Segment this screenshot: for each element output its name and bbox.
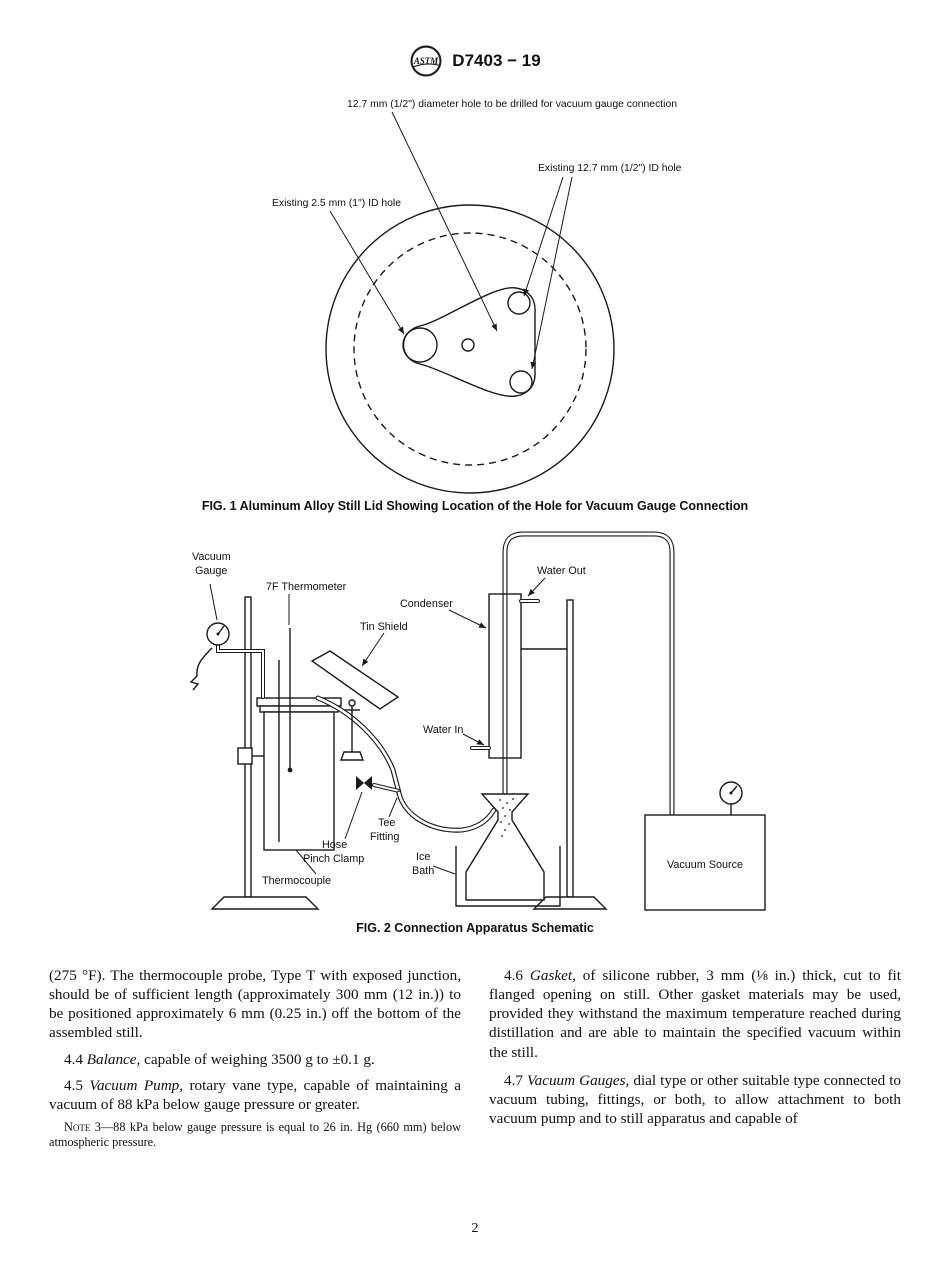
note-3: Note 3—88 kPa below gauge pressure is eq… xyxy=(49,1120,461,1150)
fig2-still-vessel xyxy=(237,628,342,851)
fig1-leader-lines xyxy=(329,111,573,370)
section-number: 4.7 xyxy=(504,1071,528,1089)
note-text: —88 kPa below gauge pressure is equal to… xyxy=(49,1119,461,1150)
fig2-label-vacuum-source: Vacuum Source xyxy=(667,859,743,871)
fig2-left-stand xyxy=(210,596,320,910)
fig2-leader-lines xyxy=(209,577,546,875)
fig2-vacuum-line-tube xyxy=(502,531,675,817)
fig2-label-tee-1: Tee xyxy=(378,817,395,829)
fig2-label-ice-1: Ice xyxy=(416,851,430,863)
fig2-condensate-droplets xyxy=(499,798,514,837)
fig2-tin-shield xyxy=(310,650,400,710)
fig2-flexible-tube xyxy=(189,647,213,691)
defined-term: Balance, xyxy=(86,1050,141,1068)
fig1-label-existing-small-hole: Existing 2.5 mm (1") ID hole xyxy=(272,198,401,209)
astm-logo-text: ASTM xyxy=(413,56,439,66)
fig2-receiver-flask xyxy=(465,793,545,901)
paragraph-text: dial type or other suitable type connect… xyxy=(489,1071,902,1127)
fig2-delivery-tube xyxy=(396,790,497,833)
paragraph-4-5: 4.5 Vacuum Pump, rotary vane type, capab… xyxy=(49,1076,461,1114)
fig2-label-thermocouple: Thermocouple xyxy=(262,875,331,887)
section-number: 4.4 xyxy=(64,1050,87,1068)
fig2-right-stand xyxy=(532,599,608,910)
note-label: Note 3 xyxy=(64,1119,101,1134)
fig2-label-hose-clamp-2: Pinch Clamp xyxy=(303,853,364,865)
page-header: ASTM D7403 − 19 xyxy=(0,44,950,78)
fig2-label-vacuum-gauge-1: Vacuum xyxy=(192,551,231,563)
section-number: 4.6 xyxy=(504,967,530,984)
defined-term: Vacuum Gauges, xyxy=(527,1071,630,1089)
fig2-label-vacuum-gauge-2: Gauge xyxy=(195,565,227,577)
fig1-bolt-circle-dashed xyxy=(353,232,587,466)
fig2-ice-bath xyxy=(455,846,561,907)
defined-term: Gasket, xyxy=(529,967,576,984)
figure-2-caption: FIG. 2 Connection Apparatus Schematic xyxy=(356,921,594,935)
fig1-mount-plate xyxy=(403,287,536,397)
fig2-still-body xyxy=(263,711,335,851)
fig2-label-tin-shield: Tin Shield xyxy=(360,621,408,633)
paragraph-4-6: 4.6 Gasket, of silicone rubber, 3 mm (⅛ … xyxy=(489,966,901,1062)
fig2-vacuum-gauge xyxy=(189,622,265,699)
paragraph-4-7: 4.7 Vacuum Gauges, dial type or other su… xyxy=(489,1071,901,1128)
paragraph-text: capable of weighing 3500 g to ±0.1 g. xyxy=(140,1050,375,1068)
paragraph-continuation: (275 °F). The thermocouple probe, Type T… xyxy=(49,967,461,1042)
standard-designation: D7403 − 19 xyxy=(452,51,541,70)
figure-2-apparatus-schematic: Vacuum Gauge 7F Thermometer Condenser Ti… xyxy=(189,531,766,911)
fig1-center-hole xyxy=(461,338,475,352)
page-number: 2 xyxy=(471,1221,479,1236)
body-column-right: 4.6 Gasket, of silicone rubber, 3 mm (⅛ … xyxy=(489,966,901,1128)
fig2-vacuum-source xyxy=(644,781,766,911)
fig2-label-hose-clamp-1: Hose xyxy=(322,839,347,851)
paragraph-text: rotary vane type, capable of maintaining… xyxy=(49,1076,461,1113)
fig2-vapor-arm xyxy=(310,650,402,796)
body-column-left: (275 °F). The thermocouple probe, Type T… xyxy=(49,966,461,1150)
fig1-still-lid xyxy=(325,204,615,494)
fig2-condenser xyxy=(470,593,567,759)
fig1-lower-right-hole xyxy=(509,370,533,394)
fig1-large-id-hole xyxy=(402,327,438,363)
fig1-upper-right-hole xyxy=(507,291,531,315)
astm-logo-icon: ASTM xyxy=(410,45,442,77)
fig2-label-water-in: Water In xyxy=(423,724,463,736)
paragraph-text: of silicone rubber, 3 mm (⅛ in.) thick, … xyxy=(489,967,901,1061)
paragraph-4-4: 4.4 Balance, capable of weighing 3500 g … xyxy=(49,1050,461,1069)
fig2-label-ice-2: Bath xyxy=(412,865,434,877)
fig2-hose-pinch-clamp xyxy=(339,699,401,793)
figure-1-still-lid-diagram: 12.7 mm (1/2") diameter hole to be drill… xyxy=(272,99,682,494)
fig2-label-water-out: Water Out xyxy=(537,565,586,577)
fig1-label-drill-hole: 12.7 mm (1/2") diameter hole to be drill… xyxy=(347,99,677,110)
section-number: 4.5 xyxy=(64,1076,90,1094)
fig2-label-condenser: Condenser xyxy=(400,598,453,610)
fig2-stand-clamp xyxy=(237,747,253,765)
fig2-label-tee-2: Fitting xyxy=(370,831,399,843)
defined-term: Vacuum Pump, xyxy=(89,1076,184,1094)
fig1-label-existing-large-hole: Existing 12.7 mm (1/2") ID hole xyxy=(538,163,682,174)
fig2-label-thermometer: 7F Thermometer xyxy=(266,581,347,593)
figure-1-caption: FIG. 1 Aluminum Alloy Still Lid Showing … xyxy=(201,499,749,513)
